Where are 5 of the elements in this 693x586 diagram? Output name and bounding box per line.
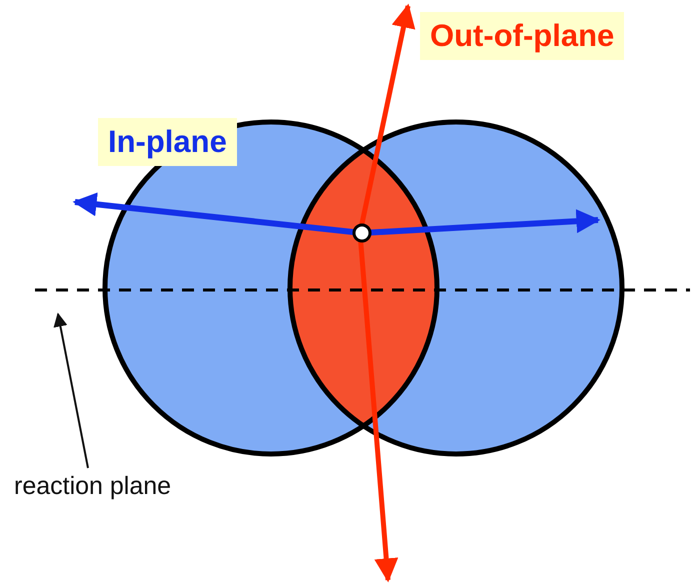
reaction-plane-line	[35, 288, 690, 292]
leader-line	[54, 312, 89, 468]
callout-text: reaction plane	[14, 472, 172, 501]
direction-label: Out-of-plane	[420, 12, 624, 60]
direction-label: In-plane	[98, 118, 237, 166]
